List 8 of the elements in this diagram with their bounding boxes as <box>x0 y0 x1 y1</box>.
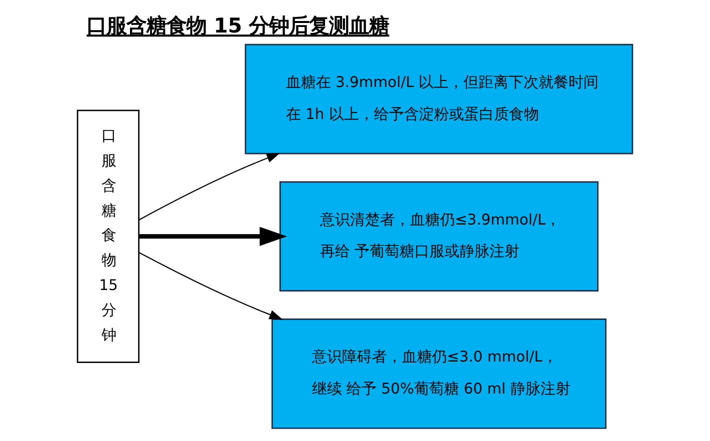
diagram-title: 口服含糖食物 15 分钟后复测血糖 <box>86 14 390 38</box>
arrow <box>138 252 283 320</box>
arrow <box>138 152 280 220</box>
node-box: 口服含糖食物15分钟 <box>76 110 140 364</box>
node-box: 血糖在 3.9mmol/L 以上，但距离下次就餐时间在 1h 以上，给予含淀粉或蛋白质食物 <box>244 44 634 154</box>
node-box: 意识障碍者，血糖仍≤3.0 mmol/L，继续 给予 50%葡萄糖 60 ml 静脉注射 <box>271 318 606 429</box>
arrow <box>139 226 287 246</box>
node-box: 意识清楚者，血糖仍≤3.9mmol/L，再给 予葡萄糖口服或静脉注射 <box>279 181 599 292</box>
